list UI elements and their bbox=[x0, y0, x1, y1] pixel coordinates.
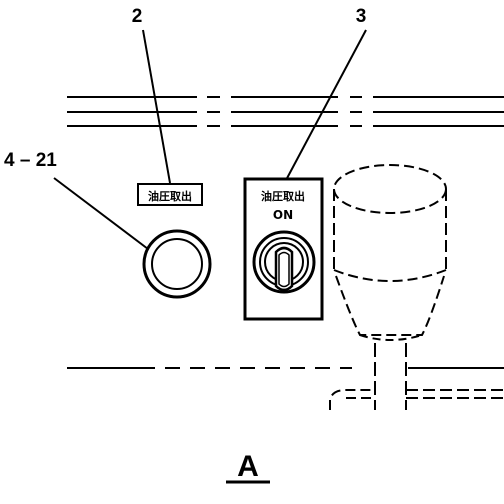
toggle-switch-icon bbox=[252, 230, 316, 294]
control-lever bbox=[329, 164, 504, 410]
callout-3: 3 bbox=[356, 6, 367, 27]
callout-4-21: 4 – 21 bbox=[4, 150, 57, 171]
view-label-text: A bbox=[237, 450, 259, 483]
indicator-plate-label: 油圧取出 bbox=[148, 189, 192, 203]
switch-state-label: ON bbox=[273, 208, 293, 222]
indicator-lamp bbox=[142, 229, 212, 299]
panel-top-lines bbox=[67, 96, 504, 127]
leader-lines bbox=[53, 29, 367, 250]
view-label: A bbox=[226, 450, 270, 484]
switch-plate-label: 油圧取出 bbox=[261, 189, 305, 203]
indicator-plate: 油圧取出 bbox=[137, 183, 203, 206]
callout-2: 2 bbox=[132, 6, 143, 27]
